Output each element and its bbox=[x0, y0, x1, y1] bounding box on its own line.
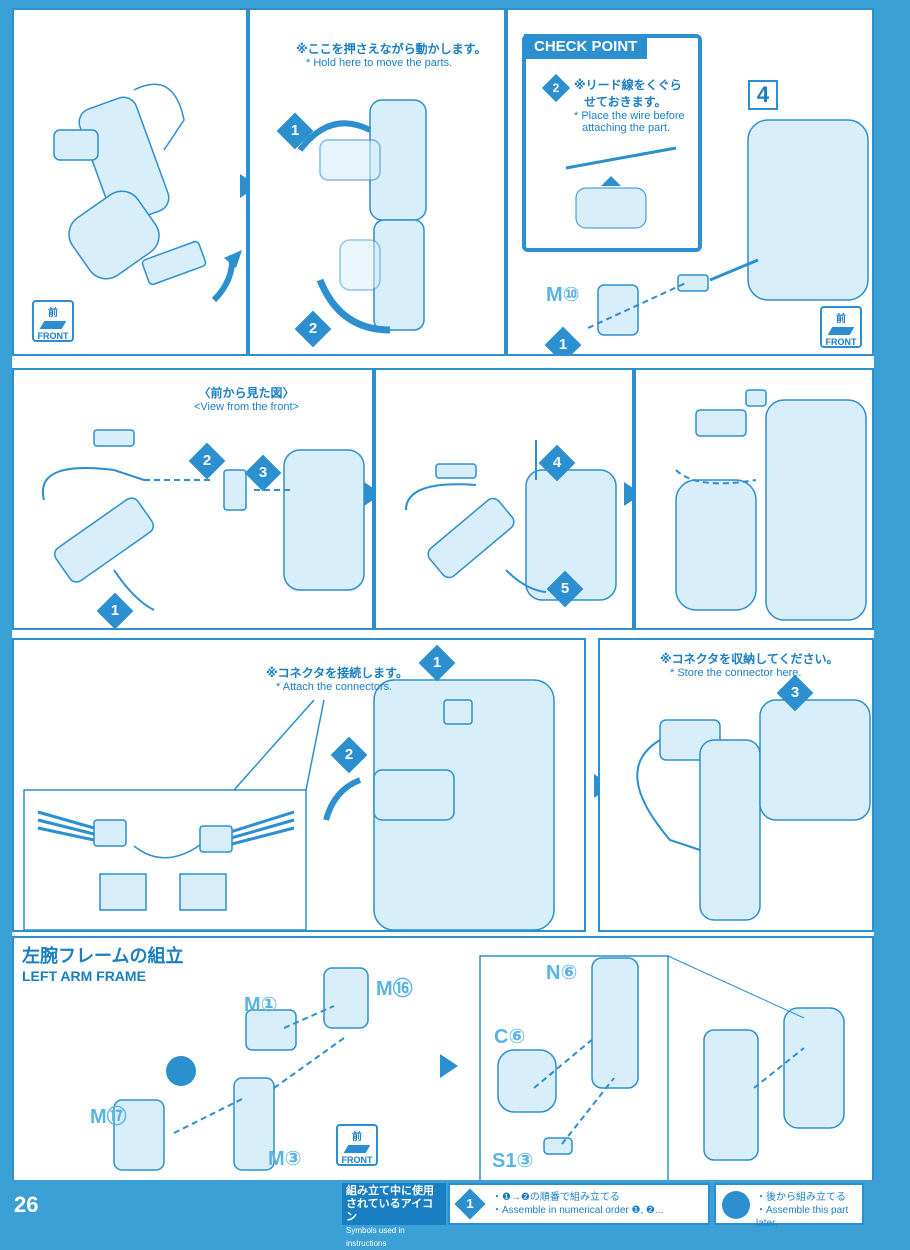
page-edge-strip bbox=[880, 0, 910, 1235]
store-note: ※コネクタを収納してください。 * Store the connector he… bbox=[660, 652, 839, 679]
part-label-s13: S1③ bbox=[492, 1150, 534, 1172]
part-label-c6: C⑥ bbox=[494, 1026, 526, 1048]
left-arm-frame-illustration bbox=[113, 955, 845, 1184]
legend-later-item: ・後から組み立てる ・Assemble this part later. bbox=[714, 1183, 864, 1229]
front-label-en: FRONT bbox=[37, 331, 69, 341]
step-marker-5: 5 bbox=[546, 570, 584, 608]
step-marker-4: 4 bbox=[538, 444, 576, 482]
panel-store-connector: ※コネクタを収納してください。 * Store the connector he… bbox=[598, 638, 874, 932]
instruction-sheet: 前 FRONT ※ここを押さえながら動かします。 * Hold here to … bbox=[12, 8, 874, 1186]
panel-front-view: 〈前から見た図〉 <View from the front> 2 3 1 bbox=[12, 368, 374, 630]
front-arrow-icon bbox=[343, 1145, 371, 1153]
assemble-later-icon bbox=[722, 1191, 750, 1219]
arm-rotation-illustration bbox=[297, 99, 427, 334]
legend-label: 組み立て中に使用 されているアイコン Symbols used in instr… bbox=[342, 1183, 446, 1248]
legend-later-text: ・後から組み立てる ・Assemble this part later. bbox=[756, 1192, 849, 1229]
wire-through-illustration bbox=[565, 146, 677, 229]
view-note: 〈前から見た図〉 <View from the front> bbox=[194, 386, 299, 413]
wire-routing-illustration bbox=[41, 429, 365, 611]
part-label-m16: M⑯ bbox=[376, 978, 413, 1000]
part-label-m3: M③ bbox=[268, 1148, 302, 1170]
panel-checkpoint: CHECK POINT 2 ※リード線をくぐら せておきます。 * Place … bbox=[506, 8, 874, 356]
front-orientation-icon: 前 FRONT bbox=[336, 1124, 378, 1166]
connector-route-illustration bbox=[675, 389, 867, 621]
stored-connector-illustration bbox=[636, 699, 871, 921]
step-marker-1: 1 bbox=[418, 644, 456, 682]
step-marker-1: 1 bbox=[276, 112, 314, 150]
panel-connector-route bbox=[634, 368, 874, 630]
checkpoint-note: ※リード線をくぐら せておきます。 * Place the wire befor… bbox=[574, 78, 685, 134]
page-number: 26 bbox=[14, 1192, 39, 1217]
panel-left-arm-frame: 左腕フレームの組立 LEFT ARM FRAME bbox=[12, 936, 874, 1186]
front-arrow-icon bbox=[39, 321, 67, 329]
hold-note-jp: ※ここを押さえながら動かします。 bbox=[296, 42, 487, 56]
panel-wire-pull: 4 5 bbox=[374, 368, 634, 630]
step-marker-2: 2 bbox=[188, 442, 226, 480]
front-orientation-icon: 前 FRONT bbox=[32, 300, 74, 342]
step-marker-3: 3 bbox=[776, 674, 814, 712]
connector-detail-illustration bbox=[23, 679, 555, 930]
front-arrow-icon bbox=[827, 327, 855, 335]
panel-arm-step-b: ※ここを押さえながら動かします。 * Hold here to move the… bbox=[248, 8, 506, 356]
front-label-jp: 前 bbox=[48, 308, 58, 319]
panel-attach-connectors: ※コネクタを接続します。 * Attach the connectors. bbox=[12, 638, 586, 932]
front-orientation-icon: 前 FRONT bbox=[820, 306, 862, 348]
part-label-n6: N⑥ bbox=[546, 962, 578, 984]
section-title-jp: 左腕フレームの組立 bbox=[22, 946, 184, 966]
order-step-icon: 1 bbox=[454, 1188, 486, 1220]
hold-note-en: * Hold here to move the parts. bbox=[306, 57, 453, 69]
checkpoint-box: CHECK POINT 2 ※リード線をくぐら せておきます。 * Place … bbox=[522, 34, 702, 252]
step-marker-3: 3 bbox=[244, 454, 282, 492]
checkpoint-title: CHECK POINT bbox=[524, 34, 648, 59]
hold-note: ※ここを押さえながら動かします。 * Hold here to move the… bbox=[296, 40, 486, 69]
legend-order-item: 1 ・❶→❷の順番で組み立てる ・Assemble in numerical o… bbox=[448, 1183, 710, 1225]
part-label-m10: M⑩ bbox=[546, 284, 580, 306]
torso-illustration bbox=[587, 119, 869, 336]
part-label-m1: M① bbox=[244, 994, 278, 1016]
step-marker-1: 1 bbox=[544, 326, 582, 354]
arm-part-illustration bbox=[53, 83, 242, 303]
section-title-en: LEFT ARM FRAME bbox=[22, 968, 146, 984]
next-arrow-icon bbox=[440, 1054, 458, 1078]
part-label-m17: M⑰ bbox=[90, 1106, 127, 1128]
step-marker-2: 2 bbox=[294, 310, 332, 348]
step-marker-2: 2 bbox=[330, 736, 368, 774]
step-marker-1: 1 bbox=[96, 592, 134, 628]
wire-pull-illustration bbox=[405, 440, 617, 601]
attach-note: ※コネクタを接続します。 * Attach the connectors. bbox=[266, 666, 408, 693]
panel-arm-step-a: 前 FRONT bbox=[12, 8, 248, 356]
legend-order-text: ・❶→❷の順番で組み立てる ・Assemble in numerical ord… bbox=[492, 1192, 664, 1216]
step-box-number: 4 bbox=[748, 80, 778, 110]
